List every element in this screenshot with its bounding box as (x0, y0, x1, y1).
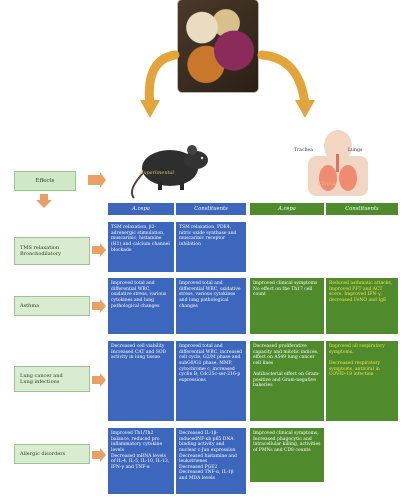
arrow-head-right (295, 100, 315, 118)
human-label: Clinical (318, 181, 338, 187)
effects-box: Effects (14, 171, 76, 191)
row-label-allergic: Allergic disorders (14, 444, 90, 464)
curved-arrow-left (144, 50, 180, 110)
lungs-label: Lungs (348, 148, 363, 153)
arrow-row4 (92, 448, 106, 462)
arrow-row2 (92, 299, 106, 313)
arrow-row3 (92, 373, 106, 387)
cell-row2-col2: Improved total and differential WBC, oxi… (176, 278, 246, 334)
cell-row3-col1: Decreased cell viability Increased CAT a… (108, 341, 174, 421)
onion-photo (178, 0, 258, 92)
header-constituents-experimental: Constituents (176, 203, 246, 215)
cell-row4-col1: Improved Th1/Th2 balance, reduced pro in… (108, 428, 174, 494)
lungs-icon (308, 130, 368, 196)
trachea-label: Trachea (294, 148, 313, 153)
cell-row2-col3: Improved clinical symptoms No effect on … (250, 278, 324, 334)
cell-row1-col2: TSM relaxation, PDE4, nitric oxide synth… (176, 222, 246, 272)
cell-row2-col4: Reduced asthmatic attacks, Improved PFT … (326, 278, 398, 334)
row-label-tms: TMS relaxation Bronchodilatory (14, 237, 90, 265)
header-constituents-clinical: Constituents (326, 203, 398, 215)
arrow-head-left (140, 100, 160, 118)
cell-row4-col3: Improved clinical symptoms, Increased ph… (250, 428, 324, 482)
arrow-effects-right (88, 172, 106, 188)
curved-arrows (140, 50, 315, 118)
rat-icon (131, 145, 208, 199)
arrow-effects-down (36, 194, 52, 208)
row-label-lung-cancer: Lung cancer and Lung infections (14, 366, 90, 392)
cell-row3-col4: Improved all respiratory symptoms. Decre… (326, 341, 398, 421)
header-acepa-experimental: A.cepa (108, 203, 174, 215)
arrow-row1 (92, 243, 106, 257)
header-acepa-clinical: A.cepa (250, 203, 324, 215)
cell-row1-col1: TSM relaxation, β2-adrenergic stimulatio… (108, 222, 174, 272)
cell-row4-col2: Decreased IL-1β-inducedNF-κb p65 DNA bin… (176, 428, 246, 494)
row-label-asthma: Asthma (14, 296, 90, 316)
cell-row3-col2: Improved total and differential WBC, inc… (176, 341, 246, 421)
cell-row2-col1: Improved total and differential WBC, oxi… (108, 278, 174, 334)
cell-row3-col3: Decreased proliferative capacity and mit… (250, 341, 324, 421)
curved-arrow-right (257, 50, 310, 110)
rat-label: Experimental (140, 170, 175, 176)
